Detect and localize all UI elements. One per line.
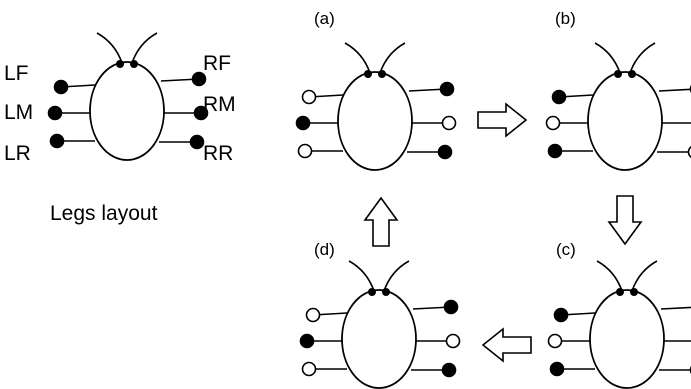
legend-insect-foot-RM (193, 105, 209, 121)
insect-b (545, 42, 691, 171)
insect-c-leg-RF (660, 306, 691, 310)
legend-insect-eye-right (130, 60, 138, 68)
insect-b-eye-left (614, 70, 622, 78)
insect-c-antenna-left (596, 260, 623, 292)
panel-label-c: (c) (556, 240, 576, 259)
insect-b-foot-LM (545, 115, 561, 131)
insect-d-foot-LM (299, 333, 315, 349)
insect-d (299, 260, 461, 389)
insect-d-foot-LR (301, 361, 317, 377)
arrow-group (363, 102, 643, 363)
insect-c-eye-left (616, 288, 624, 296)
label-LR: LR (4, 142, 31, 165)
insect-d-antenna-right (383, 260, 410, 292)
insect-d-foot-RM (445, 333, 461, 349)
legend-insect-body (89, 61, 165, 161)
insect-b-eye-right (628, 70, 636, 78)
insect-c-antenna-right (631, 260, 658, 292)
label-RF: RF (203, 52, 231, 75)
legend-insect-antenna-left (96, 32, 123, 64)
arrow-c-to-d (481, 327, 532, 363)
label-LF: LF (4, 62, 29, 85)
insect-b-leg-RF (658, 88, 691, 92)
insect-b-body (587, 71, 663, 171)
insect-b-foot-LF (551, 89, 567, 105)
insect-a-foot-RM (441, 115, 457, 131)
insect-a-body (337, 71, 413, 171)
insect-b-antenna-left (594, 42, 621, 74)
legend-insect-foot-RR (189, 134, 205, 150)
insect-d-eye-left (368, 288, 376, 296)
insect-a-foot-RF (439, 81, 455, 97)
legend-insect-foot-LR (49, 133, 65, 149)
insect-a-foot-LR (297, 143, 313, 159)
insect-d-antenna-left (348, 260, 375, 292)
insect-a-foot-RR (437, 144, 453, 160)
insect-d-foot-LF (305, 307, 321, 323)
legend-insect-foot-LM (47, 105, 63, 121)
insect-d-foot-RR (441, 362, 457, 378)
legend-insect-eye-left (116, 60, 124, 68)
insect-c-body (589, 289, 665, 389)
legend-insect (47, 32, 209, 161)
insect-a-eye-left (364, 70, 372, 78)
label-RR: RR (203, 142, 233, 165)
insect-a-foot-LM (295, 115, 311, 131)
panel-label-a: (a) (314, 9, 335, 28)
insect-c (547, 260, 691, 389)
label-LM: LM (4, 101, 33, 124)
arrow-a-to-b (477, 102, 528, 138)
insect-a (295, 42, 457, 171)
insect-c-eye-right (630, 288, 638, 296)
insect-b-foot-LR (547, 143, 563, 159)
label-RM: RM (203, 93, 236, 116)
insect-c-foot-LR (549, 361, 565, 377)
insect-a-foot-LF (301, 89, 317, 105)
panel-label-b: (b) (555, 9, 576, 28)
arrow-d-to-a (363, 196, 399, 247)
insect-b-foot-RR (687, 145, 691, 159)
legend-insect-antenna-right (131, 32, 158, 64)
arrow-b-to-c (607, 195, 643, 246)
insect-d-eye-right (382, 288, 390, 296)
insect-b-antenna-right (629, 42, 656, 74)
insect-a-antenna-left (344, 42, 371, 74)
insect-group (47, 32, 691, 389)
legend-insect-foot-RF (191, 71, 207, 87)
insect-d-body (341, 289, 417, 389)
insect-a-eye-right (378, 70, 386, 78)
panel-label-d: (d) (314, 240, 335, 259)
insect-a-antenna-right (379, 42, 406, 74)
insect-c-foot-LM (547, 333, 563, 349)
legend-caption: Legs layout (50, 202, 158, 225)
insect-d-foot-RF (443, 299, 459, 315)
legend-insect-foot-LF (53, 79, 69, 95)
insect-c-foot-LF (553, 307, 569, 323)
